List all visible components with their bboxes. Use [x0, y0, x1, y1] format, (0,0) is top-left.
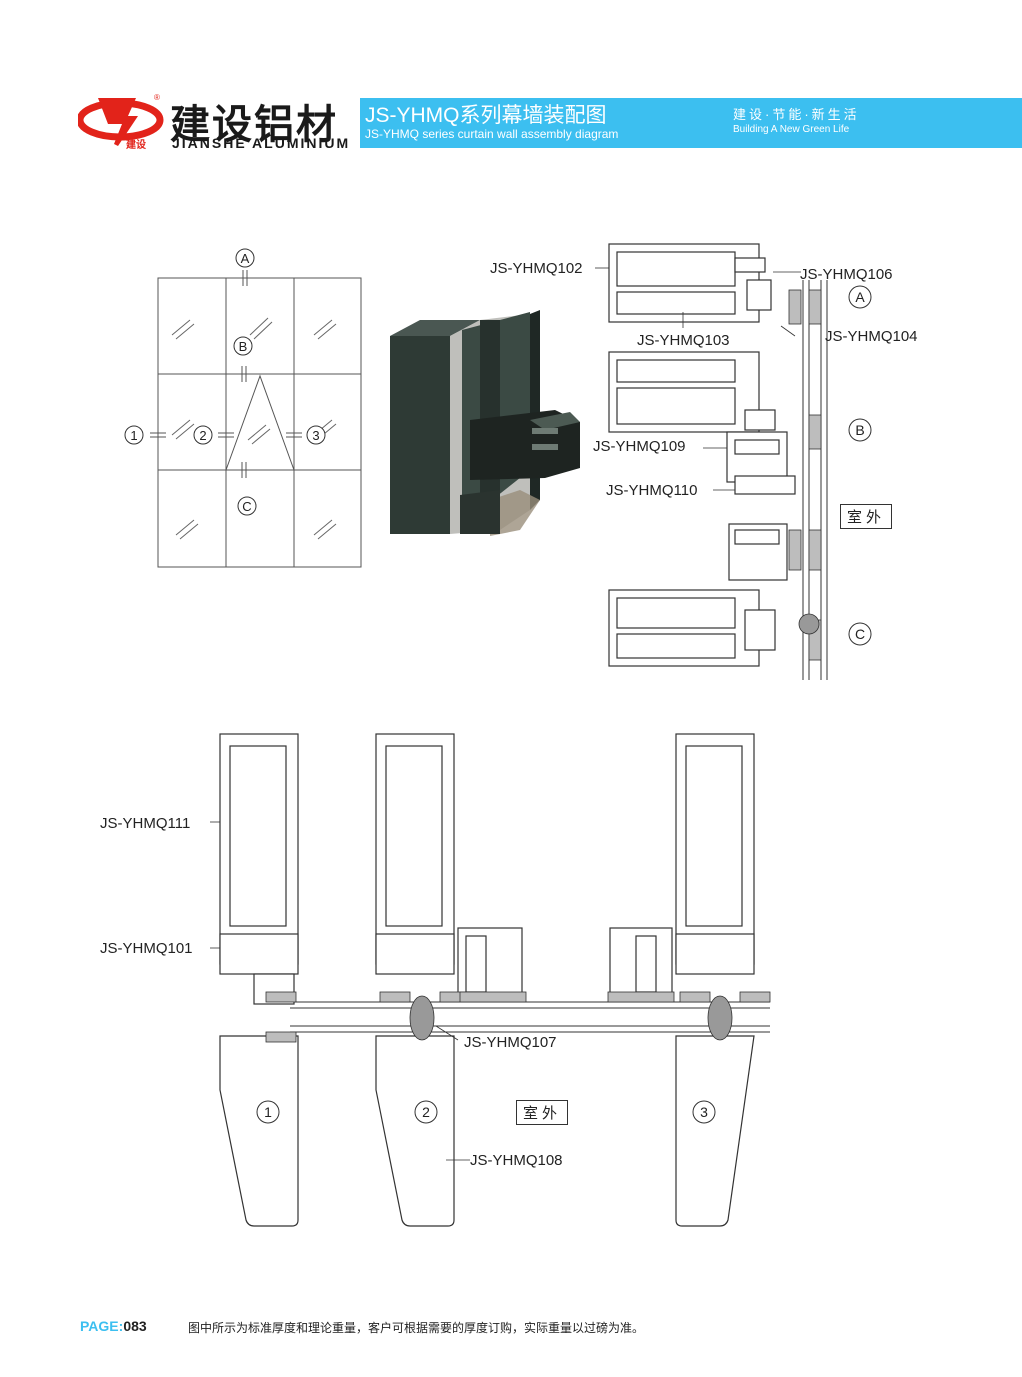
- page-label: PAGE:: [80, 1318, 124, 1334]
- cover-cap-3: [675, 1035, 755, 1227]
- brand-name-en: JIANSHE ALUMINIUM: [172, 135, 351, 151]
- vertical-section-diagram: A B C: [595, 243, 872, 680]
- marker-1: 1: [130, 428, 137, 443]
- footer-note: 图中所示为标准厚度和理论重量，客户可根据需要的厚度订购，实际重量以过磅为准。: [188, 1321, 645, 1335]
- cover-cap-1: [219, 1035, 299, 1227]
- marker-a: A: [241, 251, 250, 266]
- header-divider: [352, 98, 360, 148]
- page-title-cn: JS-YHMQ系列幕墙装配图: [365, 104, 607, 127]
- label-q108: JS-YHMQ108: [470, 1152, 563, 1169]
- outdoor-tag-section: 室外: [840, 504, 893, 529]
- mullion-3d-illustration: [390, 310, 580, 536]
- header-band: [352, 98, 1022, 148]
- label-q103: JS-YHMQ103: [637, 332, 730, 349]
- section-marker-a: A: [855, 289, 865, 305]
- horizontal-section-diagram: 1 2 3: [210, 733, 771, 1227]
- label-q109: JS-YHMQ109: [593, 438, 686, 455]
- brand-name-cn: 建设铝材: [170, 103, 338, 147]
- marker-3: 3: [312, 428, 319, 443]
- elevation-diagram: A B C 1 2 3: [124, 248, 362, 568]
- registered-mark: ®: [154, 93, 160, 102]
- section-marker-b: B: [855, 422, 864, 438]
- marker-2: 2: [199, 428, 206, 443]
- plan-marker-3: 3: [700, 1104, 708, 1120]
- plan-marker-1: 1: [264, 1104, 272, 1120]
- label-q106: JS-YHMQ106: [800, 266, 893, 283]
- page-title-en: JS-YHMQ series curtain wall assembly dia…: [365, 127, 619, 141]
- section-marker-c: C: [855, 626, 865, 642]
- outdoor-tag-plan: 室外: [516, 1100, 569, 1125]
- label-q104: JS-YHMQ104: [825, 328, 918, 345]
- label-q101: JS-YHMQ101: [100, 940, 193, 957]
- cover-cap-2: [375, 1035, 455, 1227]
- slogan-cn: 建设·节能·新生活: [733, 107, 860, 122]
- page-number-value: 083: [123, 1318, 147, 1334]
- label-q110: JS-YHMQ110: [606, 482, 698, 499]
- label-q102: JS-YHMQ102: [490, 260, 583, 277]
- elevation-frame: [157, 277, 362, 568]
- page-number: PAGE:083: [80, 1318, 147, 1334]
- marker-b: B: [239, 339, 248, 354]
- logo-glyph: 建设: [125, 138, 146, 151]
- label-q111: JS-YHMQ111: [100, 815, 191, 832]
- slogan-en: Building A New Green Life: [733, 124, 850, 135]
- brand-logo: 建设 ®: [76, 90, 164, 152]
- label-q107: JS-YHMQ107: [464, 1034, 557, 1051]
- marker-c: C: [242, 499, 251, 514]
- plan-marker-2: 2: [422, 1104, 430, 1120]
- vent-triangle: [225, 374, 295, 471]
